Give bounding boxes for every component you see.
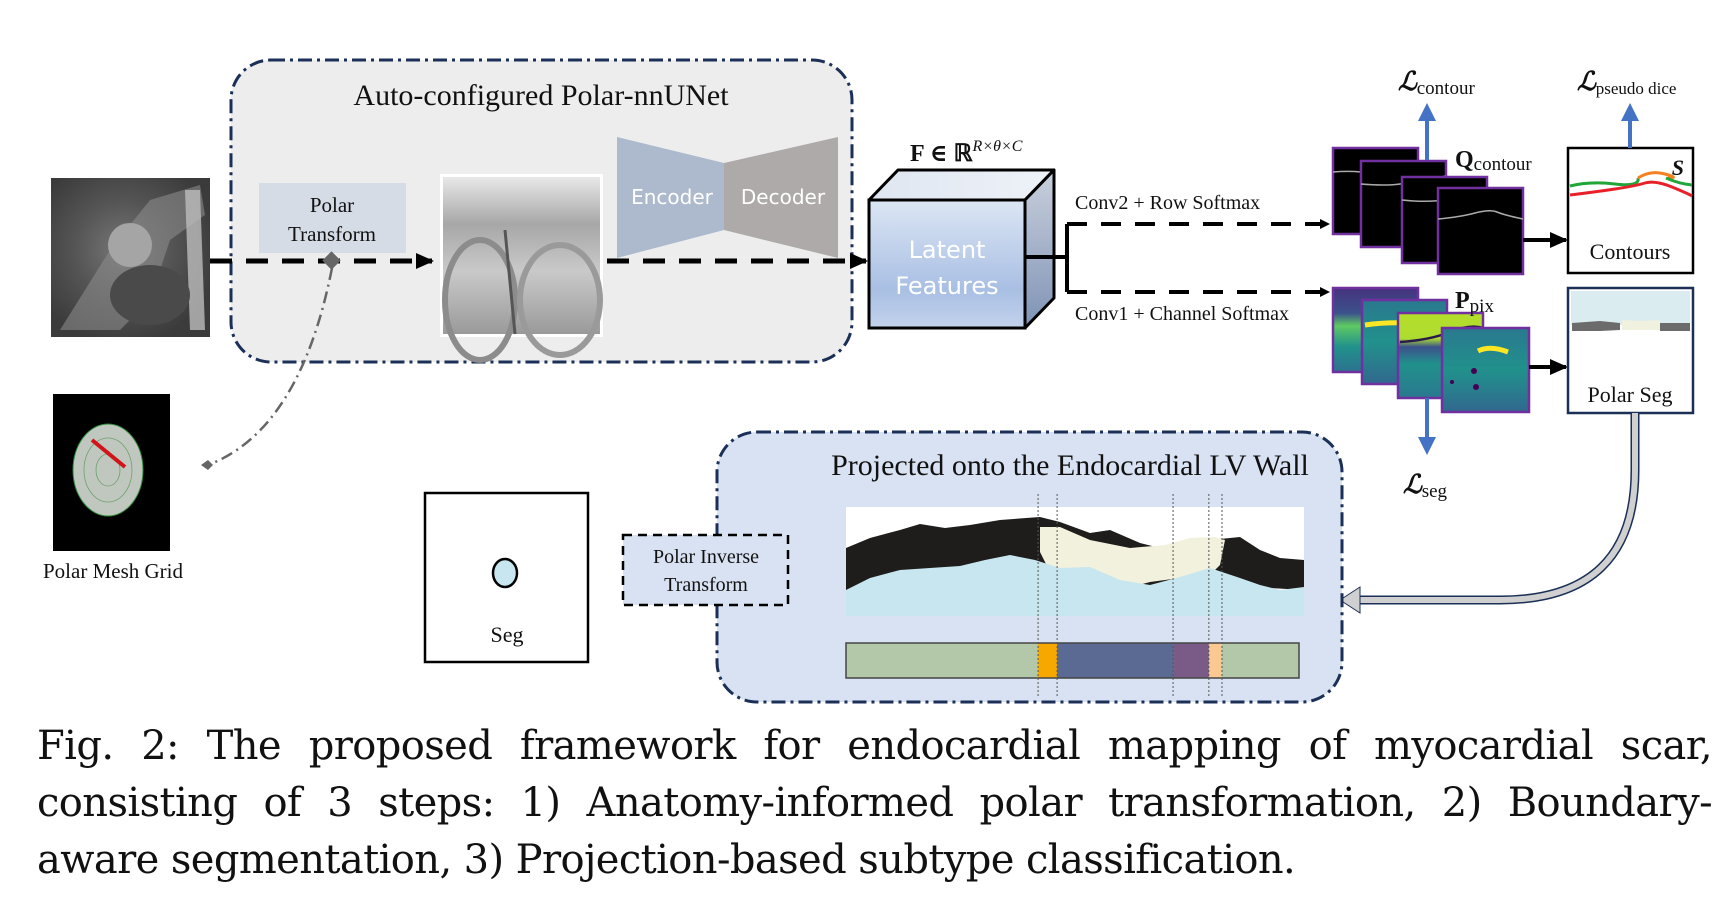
- caption-line-3: aware segmentation, 3) Projection-based …: [37, 837, 1296, 883]
- projection-title: Projected onto the Endocardial LV Wall: [831, 449, 1309, 482]
- encoder-block: Encoder: [617, 137, 724, 258]
- polar-inverse-transform-box: Polar Inverse Transform: [621, 533, 790, 607]
- branch-connector: [1025, 219, 1330, 297]
- bar-segment-healthy: [846, 643, 1039, 678]
- bar-segment-subtype-orange: [1038, 643, 1058, 678]
- polar-transform-line2: Transform: [288, 222, 376, 246]
- polar-seg-box: Polar Seg: [1566, 286, 1695, 415]
- branch-top-label: Conv2 + Row Softmax: [1075, 192, 1260, 214]
- branch-bottom-label: Conv1 + Channel Softmax: [1075, 303, 1289, 325]
- polar-seg-label: Polar Seg: [1588, 382, 1673, 407]
- polar-mesh-grid-image: [53, 394, 170, 551]
- projection-panel: Projected onto the Endocardial LV Wall: [715, 430, 1344, 704]
- bar-outline: [845, 642, 1300, 679]
- pixel-probability-stack: [1331, 286, 1531, 414]
- encoder-label: Encoder: [631, 185, 714, 209]
- seg-box: Seg: [423, 491, 590, 664]
- polar-mesh-label: Polar Mesh Grid: [43, 559, 183, 583]
- seg-label: Seg: [491, 622, 524, 647]
- contour-map: [1436, 186, 1525, 276]
- loss-seg-label: ℒseg: [1403, 470, 1448, 502]
- latent-line2: Features: [895, 272, 998, 300]
- bar-segment-subtype-blue: [1057, 643, 1174, 678]
- latent-features-cube: Latent Features: [867, 168, 1056, 330]
- diamond-connector-icon: [201, 460, 213, 470]
- contours-label: Contours: [1590, 239, 1671, 264]
- bar-segment-subtype-peach: [1208, 643, 1222, 678]
- latent-formula: F ∈ ℝR×θ×C: [910, 138, 1023, 167]
- contours-corner-label: S: [1672, 155, 1684, 180]
- polar-inverse-line2: Transform: [664, 574, 748, 596]
- decoder-label: Decoder: [741, 185, 826, 209]
- input-mri-image: [51, 178, 210, 337]
- polar-transform-box: Polar Transform: [259, 183, 406, 253]
- contours-box: S Contours: [1566, 146, 1695, 275]
- caption-line-1: Fig. 2: The proposed framework for endoc…: [37, 723, 1713, 769]
- polar-image: [440, 174, 603, 363]
- polar-inverse-line1: Polar Inverse: [653, 546, 759, 568]
- polar-transform-line1: Polar: [310, 193, 354, 217]
- latent-line1: Latent: [909, 236, 986, 264]
- q-contour-label: Qcontour: [1455, 147, 1532, 175]
- link-polar-transform-to-mesh: [207, 267, 334, 467]
- contour-probability-stack: [1331, 146, 1525, 276]
- figure-caption: Fig. 2: The proposed framework for endoc…: [37, 718, 1713, 889]
- bar-segment-subtype-purple: [1173, 643, 1209, 678]
- diamond-connector-icon: [322, 251, 341, 270]
- probability-map: [1440, 326, 1531, 414]
- loss-pseudo-dice-label: ℒpseudo dice: [1577, 67, 1676, 98]
- subtype-classification-bar: [845, 642, 1300, 679]
- loss-contour-label: ℒcontour: [1398, 67, 1475, 99]
- caption-line-2: consisting of 3 steps: 1) Anatomy-inform…: [37, 780, 1713, 826]
- alignment-guides: [1037, 494, 1223, 697]
- arrow-polar-seg-to-projection: [1339, 413, 1640, 614]
- p-pix-label: Ppix: [1455, 288, 1494, 317]
- nnunet-title: Auto-configured Polar-nnUNet: [353, 79, 729, 112]
- bar-segment-healthy: [1221, 643, 1299, 678]
- endocardial-wall-projection: [846, 507, 1304, 616]
- decoder-block: Decoder: [724, 137, 838, 258]
